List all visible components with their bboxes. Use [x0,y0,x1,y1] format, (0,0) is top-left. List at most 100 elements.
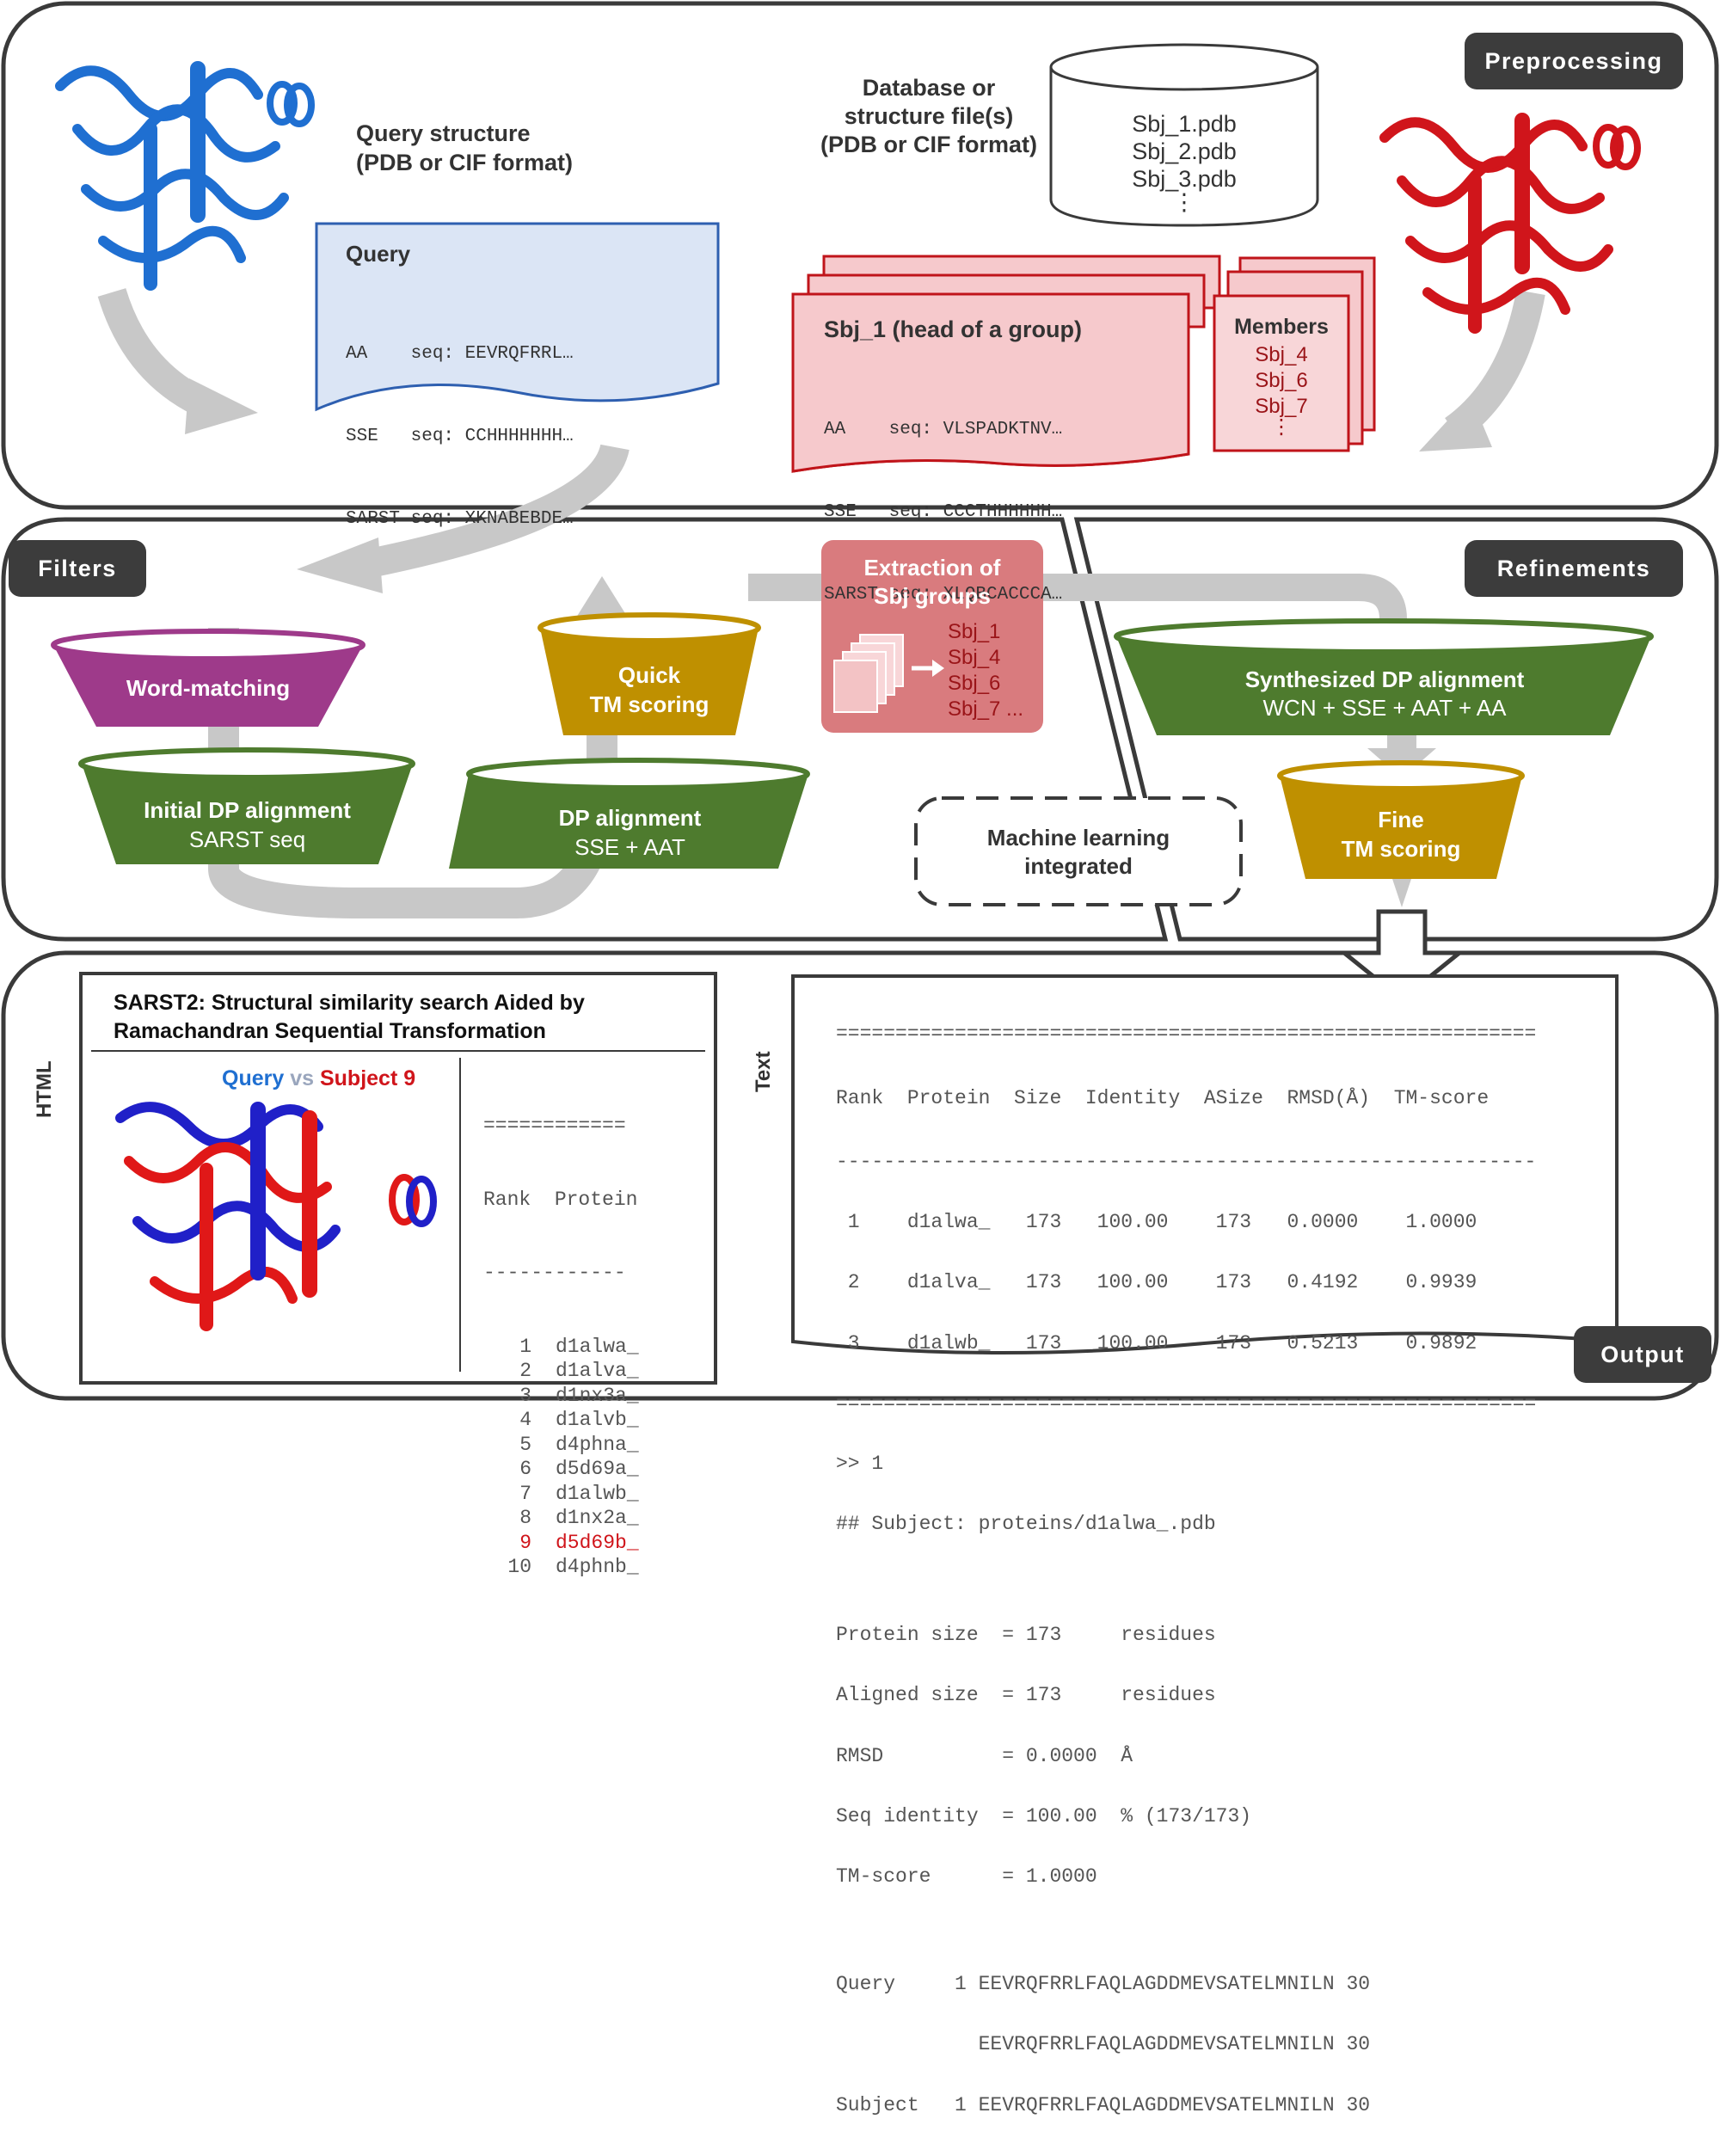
rank-protein: d1nx2a_ [556,1507,639,1529]
legend-vs: vs [290,1066,315,1090]
quick-tm-funnel [538,612,761,735]
query-seq-line: SSE seq: CCHHHHHHH… [346,427,574,446]
db-file: Sbj_3.pdb [1132,166,1237,192]
synth-dp-subtitle: WCN + SSE + AAT + AA [1262,695,1507,721]
subject-seq-line: SSE seq: CCCTHHHHHH… [824,502,1063,522]
subject-seq-line: AA seq: VLSPADKTNV… [824,420,1063,439]
rank-protein: d5d69b_ [556,1531,639,1554]
subject-card-lines: AA seq: VLSPADKTNV… SSE seq: CCCTHHHHHH…… [824,361,1062,664]
text-line: TM-score = 1.0000 [836,1865,1097,1889]
text-line [836,1927,1536,1934]
text-line: 1 d1alwa_ 173 100.00 173 0.0000 1.0000 [836,1211,1477,1234]
text-side-label: Text [752,1051,775,1092]
diagram-canvas [1,1,1719,1401]
rank-number: 4 [519,1409,531,1431]
db-caption-line: Database or [862,75,996,101]
text-line: 2 d1alva_ 173 100.00 173 0.4192 0.9939 [836,1271,1477,1294]
rank-table-separator: ------------ [483,1262,626,1284]
html-side-label: HTML [33,1060,56,1118]
filters-tab: Filters [9,540,146,597]
extraction-list: Sbj_1 Sbj_4 Sbj_6 Sbj_7 ... [948,619,1023,722]
rank-protein: d4phna_ [556,1433,639,1456]
extraction-title-line: Extraction of [863,555,1001,580]
synth-dp-funnel [1114,618,1654,735]
quick-tm-line: Quick [617,662,681,688]
rank-row: 8 d1nx2a_ [483,1506,639,1531]
rank-number: 8 [519,1507,531,1529]
text-line: 3 d1alwb_ 173 100.00 173 0.5213 0.9892 [836,1331,1477,1354]
rank-table-separator: ============ [483,1115,626,1137]
members-list: Sbj_4 Sbj_6 Sbj_7 ⋮ [1214,342,1348,439]
text-line: Subject 1 EEVRQFRRLFAQLAGDDMEVSATELMNILN… [836,2093,1371,2116]
dp-alignment-title: DP alignment [558,805,702,831]
legend-subject: Subject 9 [319,1066,416,1090]
fine-tm-line: TM scoring [1341,836,1461,862]
refinements-tab: Refinements [1465,540,1683,597]
superposition-protein-icon [115,1102,437,1331]
text-output-page [791,974,1619,1354]
members-title: Members [1234,315,1329,339]
text-line: >> 1 [836,1452,884,1475]
word-matching-label: Word-matching [126,675,291,701]
query-card-title: Query [346,241,411,267]
text-line: Seq identity = 100.00 % (173/173) [836,1804,1252,1827]
subject-protein-icon [1379,113,1641,334]
fine-tm-label: Fine TM scoring [1305,805,1496,863]
ml-label: Machine learning integrated [916,824,1241,881]
text-line [836,1575,1536,1585]
db-caption-line: (PDB or CIF format) [820,132,1037,157]
rank-number: 2 [519,1360,531,1382]
rank-protein: d1alwa_ [556,1335,639,1358]
output-tab: Output [1574,1326,1711,1383]
preprocessing-tab: Preprocessing [1465,33,1683,89]
text-line: RMSD = 0.0000 Å [836,1744,1133,1767]
rank-protein: d5d69a_ [556,1458,639,1480]
initial-dp-funnel [78,747,415,864]
text-line: Rank Protein Size Identity ASize RMSD(Å)… [836,1087,1490,1110]
rank-protein: d1alva_ [556,1360,639,1382]
extraction-title: Extraction of Sbj groups [821,554,1043,611]
dp-alignment-funnel [449,758,810,869]
synth-dp-title: Synthesized DP alignment [1244,666,1525,692]
extraction-item: Sbj_1 [948,620,1001,643]
ml-box [914,796,1243,906]
html-panel-title: SARST2: Structural similarity search Aid… [114,989,585,1046]
rank-protein: d1alvb_ [556,1409,639,1431]
member-item: Sbj_6 [1255,369,1308,392]
query-seq-line: SARST seq: XKNABEBDE… [346,509,574,529]
text-line: Aligned size = 173 residues [836,1684,1216,1707]
rank-table-header: Rank Protein [483,1188,638,1211]
superposition-legend: Query vs Subject 9 [222,1066,415,1091]
text-line: ========================================… [836,1022,1537,1045]
dp-alignment-subtitle: SSE + AAT [574,834,685,860]
member-item: ⋮ [1271,415,1292,439]
db-file-list: Sbj_1.pdb Sbj_2.pdb Sbj_3.pdb ⋮ [1085,110,1283,214]
query-caption-line: Query structure [356,120,531,146]
extraction-item: Sbj_6 [948,672,1001,695]
initial-dp-label: Initial DP alignment SARST seq [116,795,378,854]
quick-tm-label: Quick TM scoring [563,660,735,719]
rank-row: 3 d1nx3a_ [483,1384,639,1409]
fine-tm-line: Fine [1378,807,1424,832]
query-card-lines: AA seq: EEVRQFRRL… SSE seq: CCHHHHHHH… S… [346,286,574,588]
text-line: Query 1 EEVRQFRRLFAQLAGDDMEVSATELMNILN 3… [836,1973,1371,1996]
word-matching-funnel [51,629,366,727]
rank-protein: d1nx3a_ [556,1384,639,1407]
rank-number: 7 [519,1482,531,1505]
text-line: ----------------------------------------… [836,1150,1537,1173]
subject-seq-line: SARST seq: XLQBCACCCA… [824,585,1063,605]
db-caption-line: structure file(s) [844,103,1014,129]
query-protein-icon [55,61,315,291]
rank-number: 10 [507,1556,531,1578]
rank-number: 3 [519,1384,531,1407]
rank-row: 2 d1alva_ [483,1359,639,1384]
query-caption-line: (PDB or CIF format) [356,150,573,175]
db-caption: Database or structure file(s) (PDB or CI… [774,74,1084,159]
ml-line: Machine learning [986,825,1170,851]
db-file: Sbj_2.pdb [1132,138,1237,164]
text-output-lines: ========================================… [836,984,1536,2156]
